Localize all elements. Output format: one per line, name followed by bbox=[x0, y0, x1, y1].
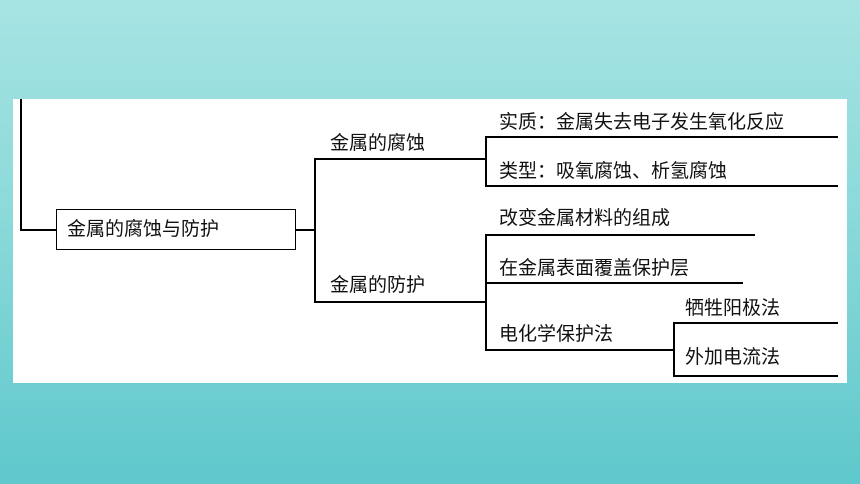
impressed-current-method: 外加电流法 bbox=[685, 346, 781, 368]
branch-spine-line bbox=[314, 158, 316, 302]
protection-branch-line bbox=[314, 301, 487, 303]
protection-item-2-line bbox=[485, 282, 743, 284]
electrochemical-sub-spine bbox=[673, 322, 675, 376]
trunk-to-root-line bbox=[20, 229, 57, 231]
protection-item-3-line bbox=[485, 349, 675, 351]
protection-item-electrochemical: 电化学保护法 bbox=[499, 323, 614, 345]
protection-label: 金属的防护 bbox=[330, 274, 426, 296]
corrosion-item-1-line bbox=[485, 136, 838, 138]
protection-item-1-line bbox=[485, 234, 755, 236]
electrochemical-item-1-line bbox=[673, 322, 838, 324]
root-label: 金属的腐蚀与防护 bbox=[67, 218, 220, 240]
root-connector-line bbox=[296, 229, 316, 231]
protection-sub-spine bbox=[485, 234, 487, 351]
protection-item-alloy: 改变金属材料的组成 bbox=[499, 207, 671, 229]
electrochemical-item-2-line bbox=[673, 375, 838, 377]
trunk-line bbox=[20, 99, 22, 230]
protection-item-coating: 在金属表面覆盖保护层 bbox=[499, 257, 690, 279]
sacrificial-anode-method: 牺牲阳极法 bbox=[685, 297, 781, 319]
root-node: 金属的腐蚀与防护 bbox=[56, 209, 296, 250]
corrosion-item-essence: 实质：金属失去电子发生氧化反应 bbox=[499, 111, 785, 133]
tree-diagram: 金属的腐蚀与防护 金属的腐蚀 实质：金属失去电子发生氧化反应 类型：吸氧腐蚀、析… bbox=[13, 99, 847, 383]
corrosion-item-2-line bbox=[485, 185, 838, 187]
corrosion-item-types: 类型：吸氧腐蚀、析氢腐蚀 bbox=[499, 160, 728, 182]
corrosion-label: 金属的腐蚀 bbox=[330, 132, 426, 154]
corrosion-sub-spine bbox=[485, 136, 487, 185]
corrosion-branch-line bbox=[314, 158, 487, 160]
